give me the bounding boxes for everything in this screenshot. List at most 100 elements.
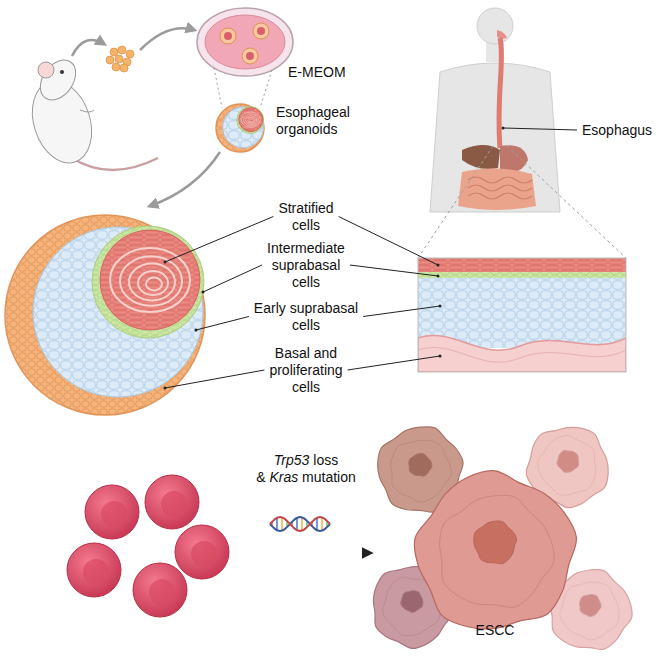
leader-dot <box>164 387 167 390</box>
dish-organoid <box>242 48 258 64</box>
tumor-nucleus <box>557 450 579 472</box>
leader-dot <box>195 329 198 332</box>
intestine-fold <box>468 185 532 191</box>
cell-dot <box>115 55 123 63</box>
leader-line <box>196 317 249 331</box>
epithelium-section <box>418 258 626 372</box>
normal-cell <box>175 525 229 579</box>
organoid-cutaway <box>5 215 205 415</box>
keratin-swirl <box>146 278 162 291</box>
stratified-layer <box>418 258 626 272</box>
zoom-line <box>214 68 222 108</box>
intermediate-layer <box>418 272 626 278</box>
leader-line <box>203 265 262 292</box>
tissue-border <box>418 258 626 372</box>
isolated-cells <box>106 46 134 72</box>
keratin-swirl <box>120 256 182 306</box>
normal-cell <box>85 485 139 539</box>
leader-line <box>503 128 577 130</box>
tumor-nucleus <box>409 454 432 477</box>
body-silhouette <box>430 63 560 212</box>
intestine-fold <box>468 193 532 199</box>
leader-dot <box>437 264 440 267</box>
dna-strand <box>270 517 330 531</box>
dish-organoid <box>220 28 236 44</box>
stomach <box>500 145 528 172</box>
cell-nucleus <box>149 579 175 605</box>
leader-dot <box>439 355 442 358</box>
leader-lines <box>164 127 578 390</box>
tumor-large <box>414 471 576 629</box>
leader-dot <box>439 305 442 308</box>
leader-line <box>350 265 438 276</box>
human-figure <box>430 8 560 212</box>
basal-layer <box>418 336 626 372</box>
cell-dot <box>110 48 118 56</box>
normal-cell <box>67 543 121 597</box>
liver <box>462 145 500 169</box>
keratin-swirl <box>241 112 260 127</box>
basement-line <box>418 348 626 363</box>
cell-nucleus <box>101 501 127 527</box>
organoid-early-layer <box>33 227 203 397</box>
tumor-inner <box>440 495 555 607</box>
mutation-label: Trp53 loss & Kras mutation <box>236 452 376 486</box>
keratin-swirl <box>250 119 254 122</box>
keratin-swirl <box>248 117 255 123</box>
leader-dot <box>437 275 440 278</box>
dna-rung <box>321 517 323 530</box>
leader-line <box>363 306 440 317</box>
organoid-stratified-core <box>239 108 263 132</box>
mouse-tail <box>72 158 158 170</box>
mouse-ear <box>38 62 54 78</box>
organoid-intermediate-layer <box>237 107 264 134</box>
dna-rung <box>301 517 303 530</box>
dish-rim <box>197 8 293 76</box>
dish-organoid-core <box>246 52 254 60</box>
organoid-early-layer <box>223 107 264 148</box>
dna-rung <box>281 517 283 530</box>
zoom-line <box>507 146 626 258</box>
transformation-arrow <box>252 551 370 556</box>
cell-dot <box>120 64 128 72</box>
keratin-swirl <box>138 271 168 295</box>
zoom-line <box>418 146 493 258</box>
dna-rung <box>316 518 318 530</box>
cell-dot <box>126 50 134 58</box>
tumor-outline <box>414 471 576 629</box>
culture-medium-label: E-MEOM <box>288 64 346 81</box>
keratin-swirl <box>244 114 259 126</box>
normal-cell <box>145 475 199 529</box>
organoid-stratified-core <box>100 230 200 330</box>
normal-cell <box>133 563 187 617</box>
tumor-nucleus <box>580 595 602 617</box>
organ-label: Esophagus <box>582 122 652 139</box>
mouse-eye <box>60 70 64 74</box>
tumor-inner <box>538 435 596 495</box>
tumor-inner <box>391 440 451 502</box>
cell-dot <box>118 46 126 54</box>
cell-dot <box>112 63 120 71</box>
layer-label: Intermediate suprabasal cells <box>259 240 354 291</box>
organoid-outer-layer <box>216 104 264 152</box>
leader-line <box>165 370 264 388</box>
keratin-swirl <box>246 116 257 125</box>
keratin-swirl <box>129 264 175 301</box>
cell-nucleus <box>161 491 187 517</box>
leader-line <box>165 217 273 263</box>
dish-medium <box>205 15 285 69</box>
dish-organoid-core <box>257 27 265 35</box>
organoid-intermediate-layer <box>92 226 204 338</box>
dna-rung <box>276 518 278 530</box>
keratin-swirl <box>110 248 190 312</box>
organoid-label: Esophageal organoids <box>276 104 368 138</box>
mouse-illustration <box>22 53 158 170</box>
tumor-label: ESCC <box>455 622 535 639</box>
tumor-inner <box>560 582 619 640</box>
leader-line <box>339 217 438 266</box>
zoom-line <box>260 70 272 108</box>
layer-label: Early suprabasal cells <box>247 300 365 334</box>
dna-rung <box>296 518 298 530</box>
